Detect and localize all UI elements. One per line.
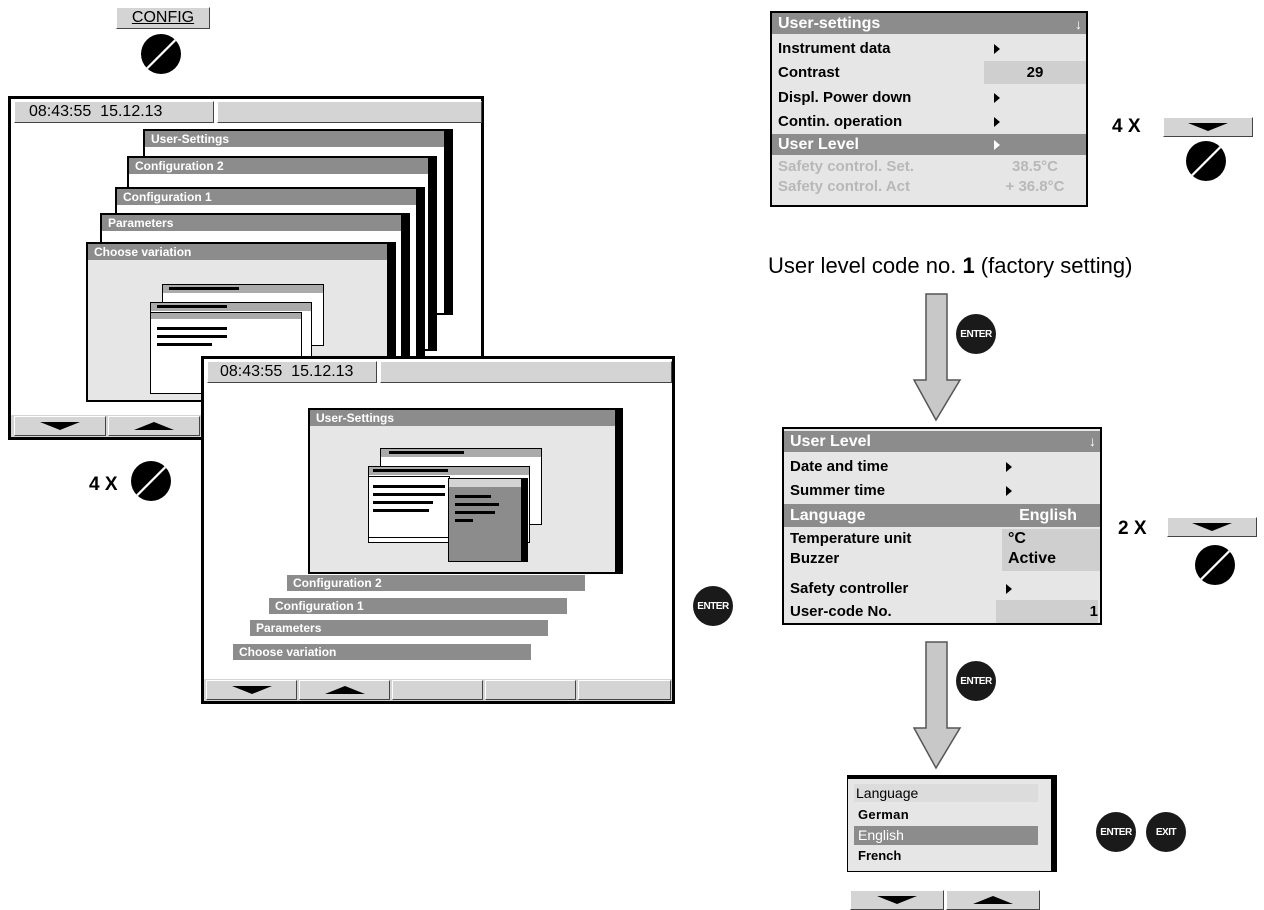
menu-row-contrast[interactable]: Contrast 29 (772, 61, 1086, 84)
caret-right-icon (1006, 486, 1012, 496)
softkey-3[interactable] (392, 680, 483, 700)
menu-row-safety-controller[interactable]: Safety controller (784, 577, 1100, 600)
stack-title: Choose variation (88, 244, 387, 260)
down-key[interactable] (1163, 117, 1253, 137)
chevron-down-icon (1192, 523, 1232, 531)
rotary-knob-icon[interactable] (1186, 141, 1226, 181)
config-button[interactable]: CONFIG (116, 7, 210, 29)
menu-row-user-code[interactable]: User-code No. 1 (784, 600, 1100, 623)
screen-user-settings: 08:43:55 15.12.13 User-Settings Configur… (201, 356, 675, 704)
softkey-up[interactable] (108, 416, 200, 436)
enter-button[interactable]: ENTER (693, 586, 733, 626)
menu-row-displ-power-down[interactable]: Displ. Power down (772, 86, 1086, 109)
up-key[interactable] (946, 890, 1040, 910)
chevron-down-icon (40, 422, 80, 430)
menu-title: User Level (784, 431, 1100, 452)
softkey-bar (204, 679, 672, 701)
user-level-menu: User Level ↓ Date and time Summer time L… (782, 427, 1102, 625)
flow-arrow-icon (913, 641, 962, 770)
screen-config-overview: 08:43:55 15.12.13 User-Settings Configur… (8, 96, 484, 440)
mini-submenu (448, 478, 528, 562)
unit-buzzer-values: °C Active (1002, 529, 1100, 571)
language-option-french[interactable]: French (858, 848, 902, 863)
chevron-down-icon (877, 896, 917, 904)
bar-parameters: Parameters (250, 620, 548, 636)
clock-field: 08:43:55 15.12.13 (207, 361, 377, 383)
caret-right-icon (994, 93, 1000, 103)
scroll-arrow-icon: ↓ (1089, 433, 1096, 449)
chevron-up-icon (973, 896, 1013, 904)
clock-field: 08:43:55 15.12.13 (14, 101, 214, 123)
caret-right-icon (994, 44, 1000, 54)
user-settings-panel: User-Settings (308, 408, 623, 574)
bar-configuration-2: Configuration 2 (287, 575, 585, 591)
user-code-value: 1 (996, 600, 1098, 623)
exit-button[interactable]: EXIT (1146, 812, 1186, 852)
rotary-knob-icon[interactable] (1195, 545, 1235, 585)
scroll-arrow-icon: ↓ (1075, 16, 1082, 32)
bar-choose-variation: Choose variation (233, 644, 531, 660)
language-value: English (1019, 507, 1077, 524)
clock-time: 08:43:55 (220, 363, 283, 380)
down-key[interactable] (850, 890, 944, 910)
menu-row-safety-set: Safety control. Set. 38.5°C (778, 158, 1059, 175)
mini-window (368, 476, 450, 538)
clock-date: 15.12.13 (291, 363, 354, 380)
menu-title: User-settings (772, 13, 1086, 34)
menu-row-temperature-unit[interactable]: Temperature unit (790, 530, 912, 547)
clock-date: 15.12.13 (100, 103, 163, 120)
enter-button[interactable]: ENTER (956, 314, 996, 354)
menu-row-language[interactable]: Language English (784, 504, 1100, 527)
status-field (380, 361, 672, 383)
caret-right-icon (1006, 584, 1012, 594)
stack-title: Configuration 2 (129, 158, 428, 174)
stack-title: User-Settings (145, 131, 444, 147)
stack-title: Parameters (102, 215, 401, 231)
chevron-down-icon (231, 686, 272, 694)
menu-row-date-time[interactable]: Date and time (784, 455, 1100, 478)
softkey-down[interactable] (14, 416, 106, 436)
user-settings-menu: User-settings ↓ Instrument data Contrast… (770, 11, 1088, 207)
caret-right-icon (994, 140, 1000, 150)
temperature-unit-value: °C (1008, 530, 1026, 547)
softkey-down[interactable] (206, 680, 297, 700)
config-button-label: CONFIG (131, 9, 195, 26)
repeat-count: 2 X (1118, 518, 1147, 539)
repeat-count: 4 X (89, 474, 118, 495)
softkey-5[interactable] (578, 680, 671, 700)
bar-configuration-1: Configuration 1 (269, 598, 567, 614)
down-key[interactable] (1167, 517, 1257, 537)
status-field (217, 101, 482, 123)
caret-right-icon (994, 117, 1000, 127)
rotary-knob-icon[interactable] (131, 461, 171, 501)
menu-row-instrument-data[interactable]: Instrument data (772, 37, 1086, 60)
menu-row-user-level[interactable]: User Level (772, 134, 1086, 155)
factory-setting-note: User level code no. 1 (factory setting) (768, 253, 1133, 278)
clock-time: 08:43:55 (29, 103, 92, 120)
flow-arrow-icon (913, 293, 962, 422)
chevron-up-icon (324, 686, 365, 694)
dialog-title: Language (854, 784, 1038, 802)
rotary-knob-icon[interactable] (141, 34, 181, 74)
repeat-count: 4 X (1112, 116, 1141, 137)
language-option-german[interactable]: German (858, 807, 909, 822)
buzzer-value: Active (1008, 550, 1057, 567)
stack-title: Configuration 1 (117, 189, 416, 205)
menu-row-safety-act: Safety control. Act + 36.8°C (778, 178, 1065, 195)
softkey-up[interactable] (299, 680, 390, 700)
caret-right-icon (1006, 462, 1012, 472)
chevron-down-icon (1188, 123, 1228, 131)
chevron-up-icon (134, 422, 174, 430)
language-dialog: Language German English French (847, 775, 1057, 872)
stack-choose-variation: Choose variation (86, 242, 396, 402)
contrast-value: 29 (984, 61, 1086, 84)
menu-row-summer-time[interactable]: Summer time (784, 479, 1100, 502)
menu-row-buzzer[interactable]: Buzzer (790, 550, 840, 567)
enter-button[interactable]: ENTER (956, 661, 996, 701)
panel-title: User-Settings (310, 410, 615, 426)
enter-button[interactable]: ENTER (1096, 812, 1136, 852)
language-option-english[interactable]: English (854, 826, 1038, 845)
menu-row-contin-operation[interactable]: Contin. operation (772, 110, 1086, 133)
softkey-4[interactable] (485, 680, 576, 700)
